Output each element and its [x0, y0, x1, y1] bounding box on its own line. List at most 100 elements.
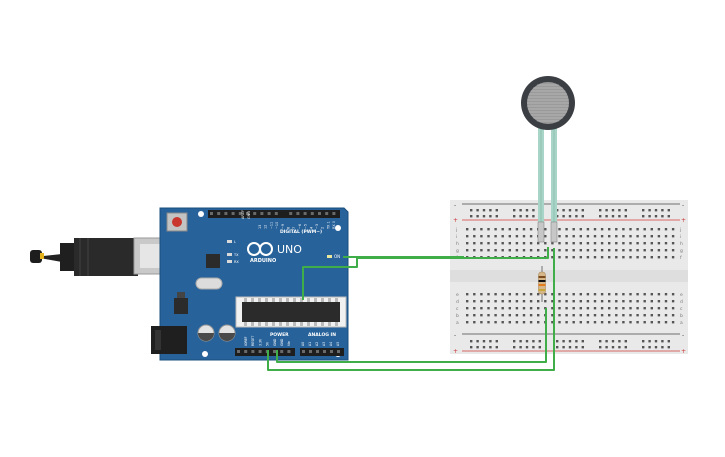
- header-pin: [224, 212, 228, 215]
- reset-button[interactable]: [172, 217, 182, 227]
- terminal-hole: [622, 256, 625, 259]
- terminal-hole: [615, 321, 618, 324]
- terminal-hole: [608, 228, 611, 231]
- chip-pin: [314, 322, 317, 326]
- terminal-hole: [551, 321, 554, 324]
- terminal-hole: [622, 307, 625, 310]
- terminal-hole: [565, 307, 568, 310]
- terminal-hole: [671, 242, 675, 245]
- terminal-hole: [480, 321, 483, 324]
- terminal-hole: [480, 293, 483, 296]
- resistor-band: [538, 284, 546, 286]
- rail-hole: [489, 340, 492, 343]
- terminal-hole: [608, 314, 611, 317]
- rail-plus-label: +: [681, 348, 686, 355]
- header-pin: [217, 212, 221, 215]
- digital-pin-label: 13: [258, 225, 262, 229]
- rail-plus-label: +: [453, 217, 458, 224]
- rail-hole: [661, 215, 664, 218]
- rail-hole: [538, 346, 541, 349]
- power-label: POWER: [270, 332, 289, 338]
- terminal-hole: [537, 293, 540, 296]
- l-label: L: [234, 240, 236, 244]
- terminal-hole: [529, 300, 533, 303]
- terminal-hole: [643, 293, 646, 296]
- terminal-hole: [501, 300, 504, 303]
- terminal-hole: [487, 307, 490, 310]
- terminal-hole: [565, 235, 568, 238]
- terminal-hole: [466, 300, 469, 303]
- tx-label: TX: [233, 253, 239, 257]
- terminal-hole: [558, 228, 561, 231]
- header-pin: [258, 350, 262, 353]
- terminal-hole: [579, 300, 582, 303]
- header-pin: [296, 212, 300, 215]
- terminal-hole: [544, 300, 547, 303]
- terminal-hole: [565, 228, 568, 231]
- header-pin: [303, 212, 307, 215]
- terminal-hole: [657, 228, 661, 231]
- wire-5v-to-fsr[interactable]: [267, 248, 555, 371]
- terminal-hole: [494, 242, 497, 245]
- terminal-hole: [572, 228, 575, 231]
- terminal-hole: [558, 307, 561, 310]
- terminal-hole: [494, 314, 497, 317]
- wire-gnd-to-resistor[interactable]: [276, 308, 547, 363]
- terminal-hole: [643, 242, 646, 245]
- terminal-hole: [643, 314, 646, 317]
- rail-hole: [661, 209, 664, 212]
- usb-cable-tip: [40, 253, 44, 259]
- terminal-hole: [622, 293, 625, 296]
- terminal-hole: [636, 300, 639, 303]
- terminal-hole: [487, 293, 490, 296]
- chip-pin: [265, 298, 268, 302]
- force-sensitive-resistor[interactable]: [521, 76, 575, 243]
- rail-hole: [648, 340, 651, 343]
- chip-pin: [251, 298, 254, 302]
- wire-a0-to-fsr[interactable]: [302, 247, 549, 300]
- rail-hole: [618, 340, 621, 343]
- terminal-hole: [529, 249, 533, 252]
- terminal-hole: [593, 300, 597, 303]
- rail-hole: [624, 346, 627, 349]
- rail-hole: [489, 215, 492, 218]
- rail-hole: [519, 340, 522, 343]
- header-pin: [289, 212, 293, 215]
- terminal-hole: [600, 307, 604, 310]
- terminal-hole: [593, 249, 597, 252]
- terminal-hole: [622, 321, 625, 324]
- terminal-hole: [515, 235, 519, 238]
- rail-hole: [599, 209, 602, 212]
- terminal-hole: [522, 321, 526, 324]
- rail-hole: [605, 340, 608, 343]
- chip-pin: [307, 298, 310, 302]
- terminal-hole: [636, 256, 639, 259]
- row-letter: h: [680, 241, 683, 247]
- terminal-hole: [636, 321, 639, 324]
- terminal-hole: [558, 256, 561, 259]
- terminal-hole: [664, 293, 668, 296]
- row-letter: f: [680, 255, 682, 261]
- model-label: UNO: [277, 243, 302, 256]
- resistor[interactable]: [538, 266, 546, 302]
- terminal-hole: [615, 256, 618, 259]
- terminal-hole: [615, 293, 618, 296]
- terminal-hole: [615, 300, 618, 303]
- row-letter: d: [680, 299, 683, 305]
- logo-loop-right: [259, 242, 273, 256]
- terminal-hole: [466, 249, 469, 252]
- chip-pin: [279, 322, 282, 326]
- rail-hole: [513, 340, 516, 343]
- terminal-hole: [487, 249, 490, 252]
- terminal-hole: [522, 228, 526, 231]
- terminal-hole: [629, 300, 632, 303]
- rail-hole: [661, 340, 664, 343]
- terminal-hole: [664, 249, 668, 252]
- terminal-hole: [664, 321, 668, 324]
- terminal-hole: [657, 321, 661, 324]
- rail-plus-label: +: [681, 217, 686, 224]
- terminal-hole: [622, 249, 625, 252]
